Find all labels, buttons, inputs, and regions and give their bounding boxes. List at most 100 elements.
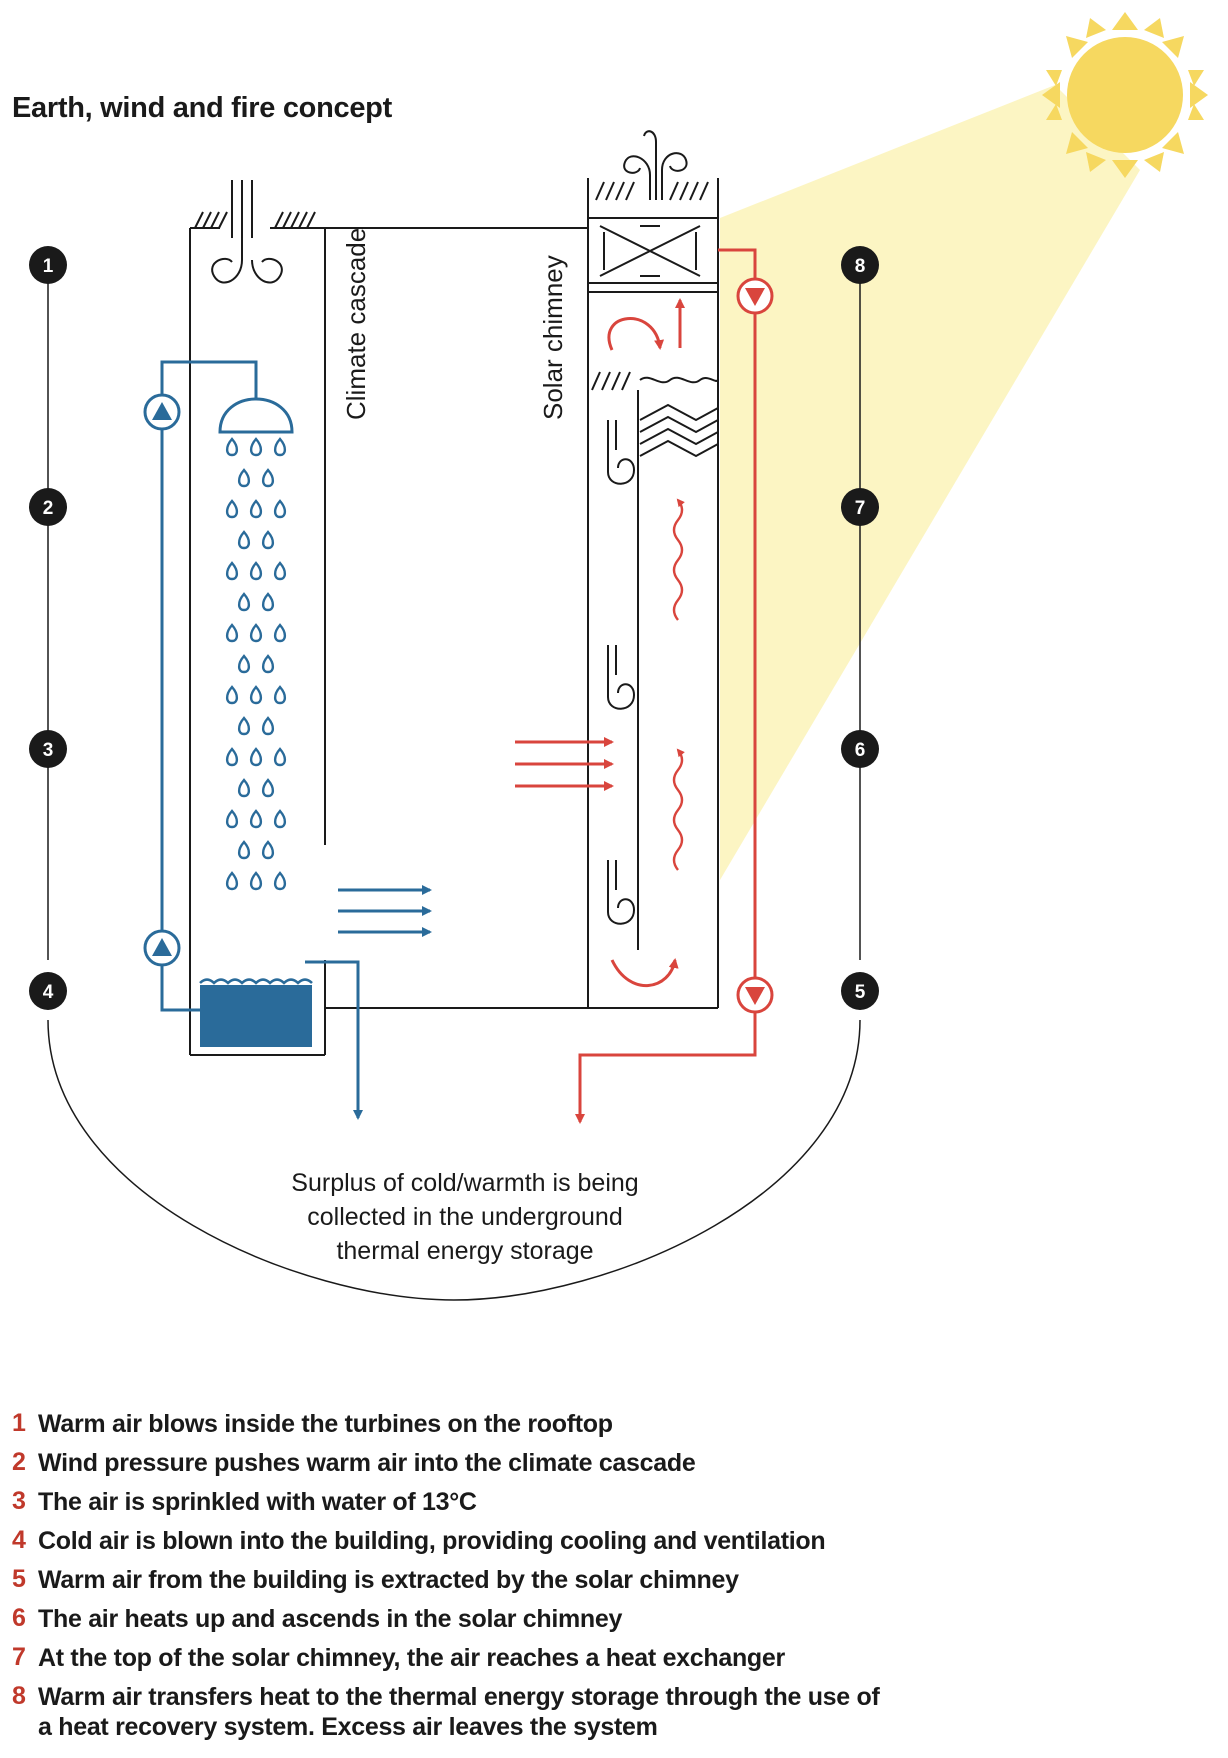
svg-text:2: 2 (43, 498, 54, 519)
rising-warm-air (672, 498, 685, 871)
legend-text: Warm air from the building is extracted … (38, 1566, 739, 1594)
turbine-icon (211, 180, 283, 284)
water-drop-icon (249, 747, 263, 767)
water-drop-icon (225, 685, 239, 705)
climate-cascade-tower (189, 211, 588, 1056)
marker-1: 1 (29, 246, 67, 284)
svg-text:6: 6 (855, 740, 866, 761)
water-drop-icon (261, 778, 275, 798)
water-pump-circuit (160, 360, 258, 1012)
marker-2: 2 (29, 488, 67, 526)
legend-text: Wind pressure pushes warm air into the c… (38, 1449, 696, 1477)
surplus-text-line-1: Surplus of cold/warmth is being (291, 1169, 638, 1197)
legend-number: 5 (12, 1565, 26, 1593)
water-drop-icon (273, 871, 287, 891)
water-drop-icon (261, 840, 275, 860)
water-drop-icon (273, 809, 287, 829)
water-drop-icon (225, 871, 239, 891)
water-drop-icon (225, 747, 239, 767)
water-drop-icon (273, 623, 287, 643)
water-basin (199, 978, 313, 1047)
water-drop-icon (249, 871, 263, 891)
heat-recovery-pipe (575, 248, 757, 1124)
legend-text: Cold air is blown into the building, pro… (38, 1527, 826, 1555)
svg-text:1: 1 (43, 256, 54, 277)
svg-text:7: 7 (855, 498, 866, 519)
water-drop-icon (261, 592, 275, 612)
svg-text:5: 5 (855, 982, 866, 1003)
water-drop-icon (261, 530, 275, 550)
heat-exchanger-icon (639, 376, 719, 458)
water-drop-icon (237, 592, 251, 612)
legend-text: Warm air transfers heat to the thermal e… (38, 1683, 880, 1741)
pump-icon (736, 976, 774, 1014)
marker-5: 5 (841, 972, 879, 1010)
marker-4: 4 (29, 972, 67, 1010)
water-drop-icon (225, 499, 239, 519)
cold-surplus-pipe (305, 960, 363, 1120)
legend-number: 7 (12, 1643, 26, 1671)
surplus-text-line-2: collected in the underground (307, 1203, 623, 1231)
water-drop-icon (225, 809, 239, 829)
water-drop-icon (261, 468, 275, 488)
diagram-title: Earth, wind and fire concept (12, 92, 392, 124)
wind-swirl-icon (607, 420, 636, 925)
legend-number: 2 (12, 1448, 26, 1476)
legend-item: 2 Wind pressure pushes warm air into the … (12, 1443, 1212, 1482)
turbine-icon (623, 130, 688, 200)
water-drop-icon (237, 654, 251, 674)
marker-3: 3 (29, 730, 67, 768)
legend-item: 4 Cold air is blown into the building, pr… (12, 1521, 1212, 1560)
water-drop-icon (273, 499, 287, 519)
water-drop-icon (237, 778, 251, 798)
pump-icon (143, 393, 181, 431)
water-drop-icon (237, 530, 251, 550)
solar-chimney-label: Solar chimney (538, 255, 568, 420)
legend-number: 8 (12, 1682, 26, 1710)
water-drop-icon (237, 468, 251, 488)
water-drop-icon (249, 623, 263, 643)
legend-number: 1 (12, 1409, 26, 1437)
concept-diagram: 1 2 3 4 5 6 7 8 Climate cascade (29, 12, 1208, 1301)
water-drop-icon (225, 561, 239, 581)
legend-text: The air is sprinkled with water of 13°C (38, 1488, 477, 1516)
cold-air-arrows (338, 885, 432, 937)
pump-icon (143, 929, 181, 967)
legend-item: 8 Warm air transfers heat to the thermal … (12, 1677, 1212, 1742)
legend-item: 5 Warm air from the building is extracted… (12, 1560, 1212, 1599)
water-drop-icon (237, 716, 251, 736)
svg-text:4: 4 (43, 982, 54, 1003)
legend-text: At the top of the solar chimney, the air… (38, 1644, 785, 1672)
sun-light-beam (720, 85, 1140, 880)
legend-number: 6 (12, 1604, 26, 1632)
svg-text:3: 3 (43, 740, 54, 761)
warm-air-circulation (607, 298, 685, 988)
underground-storage-arc (47, 1019, 861, 1301)
legend-item: 7 At the top of the solar chimney, the ai… (12, 1638, 1212, 1677)
legend-item: 6 The air heats up and ascends in the sol… (12, 1599, 1212, 1638)
water-drop-icon (273, 685, 287, 705)
water-drop-icon (261, 654, 275, 674)
water-drop-icon (249, 499, 263, 519)
climate-cascade-label: Climate cascade (341, 228, 371, 420)
water-drop-icon (273, 747, 287, 767)
legend-item: 1 Warm air blows inside the turbines on t… (12, 1404, 1212, 1443)
water-drop-icon (225, 437, 239, 457)
water-drop-icon (249, 685, 263, 705)
marker-7: 7 (841, 488, 879, 526)
shower-icon (218, 397, 294, 434)
water-drop-icon (249, 437, 263, 457)
legend-text: Warm air blows inside the turbines on th… (38, 1410, 613, 1438)
marker-6: 6 (841, 730, 879, 768)
heat-exchanger-icon (599, 225, 701, 277)
marker-8: 8 (841, 246, 879, 284)
solar-chimney-tower (587, 178, 719, 1009)
water-drop-icon (249, 809, 263, 829)
legend-list: 1 Warm air blows inside the turbines on t… (12, 1404, 1212, 1742)
svg-text:8: 8 (855, 256, 866, 277)
legend-number: 4 (12, 1526, 26, 1554)
legend-text: The air heats up and ascends in the sola… (38, 1605, 623, 1633)
sun-icon (1042, 12, 1208, 178)
pump-icon (736, 277, 774, 315)
